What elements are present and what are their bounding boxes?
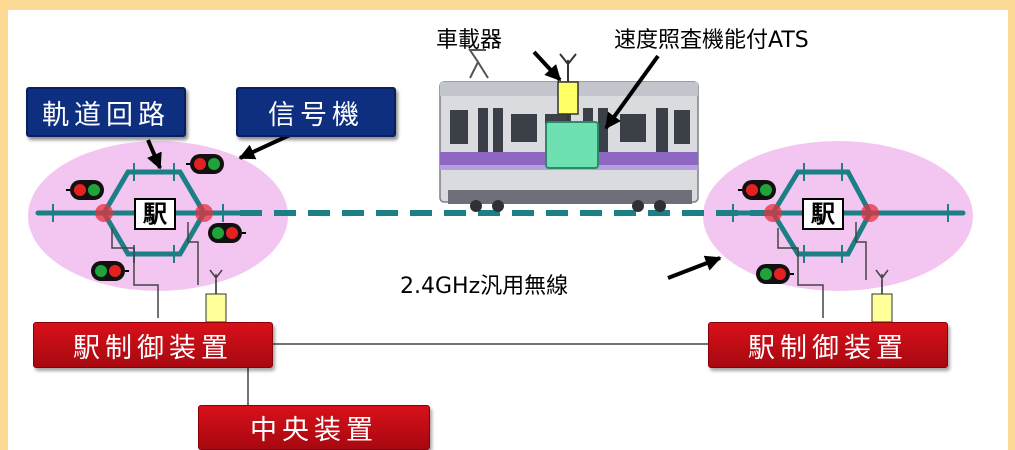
- signal-icon: [208, 223, 246, 243]
- wayside-radio-right: [871, 269, 893, 323]
- train-icon: [439, 49, 699, 212]
- signal-icon: [66, 180, 104, 200]
- switch-point-right-b: [861, 204, 879, 222]
- station-control-unit-left: 駅制御装置: [33, 322, 273, 368]
- diagram-canvas: 軌道回路 信号機 車載器 速度照査機能付ATS 2.4GHz汎用無線 駅 駅 駅…: [8, 10, 1008, 450]
- signal-icon: [91, 261, 129, 281]
- switch-point-right-a: [764, 204, 782, 222]
- diagram-graphics: [28, 49, 973, 405]
- onboard-unit-icon: [557, 53, 579, 124]
- ats-label: 速度照査機能付ATS: [614, 28, 809, 53]
- station-sign-left: 駅: [134, 198, 176, 230]
- radio-label: 2.4GHz汎用無線: [400, 274, 569, 299]
- station-control-unit-right: 駅制御装置: [708, 322, 948, 368]
- callout-arrows: [146, 50, 722, 280]
- central-unit: 中央装置: [198, 405, 430, 450]
- onboard-unit-label: 車載器: [436, 28, 503, 53]
- wayside-radio-left: [205, 269, 227, 323]
- switch-point-left-a: [95, 204, 113, 222]
- signal-icon: [756, 264, 794, 284]
- switch-point-left-b: [195, 204, 213, 222]
- ats-unit-icon: [545, 121, 599, 169]
- insulated-joints-right: [732, 163, 949, 263]
- connection-lines: [111, 222, 883, 405]
- track-circuit-label: 軌道回路: [26, 87, 186, 137]
- signal-icon: [738, 180, 776, 200]
- signal-label: 信号機: [236, 87, 396, 137]
- station-sign-right: 駅: [802, 198, 844, 230]
- signal-icon: [186, 154, 224, 174]
